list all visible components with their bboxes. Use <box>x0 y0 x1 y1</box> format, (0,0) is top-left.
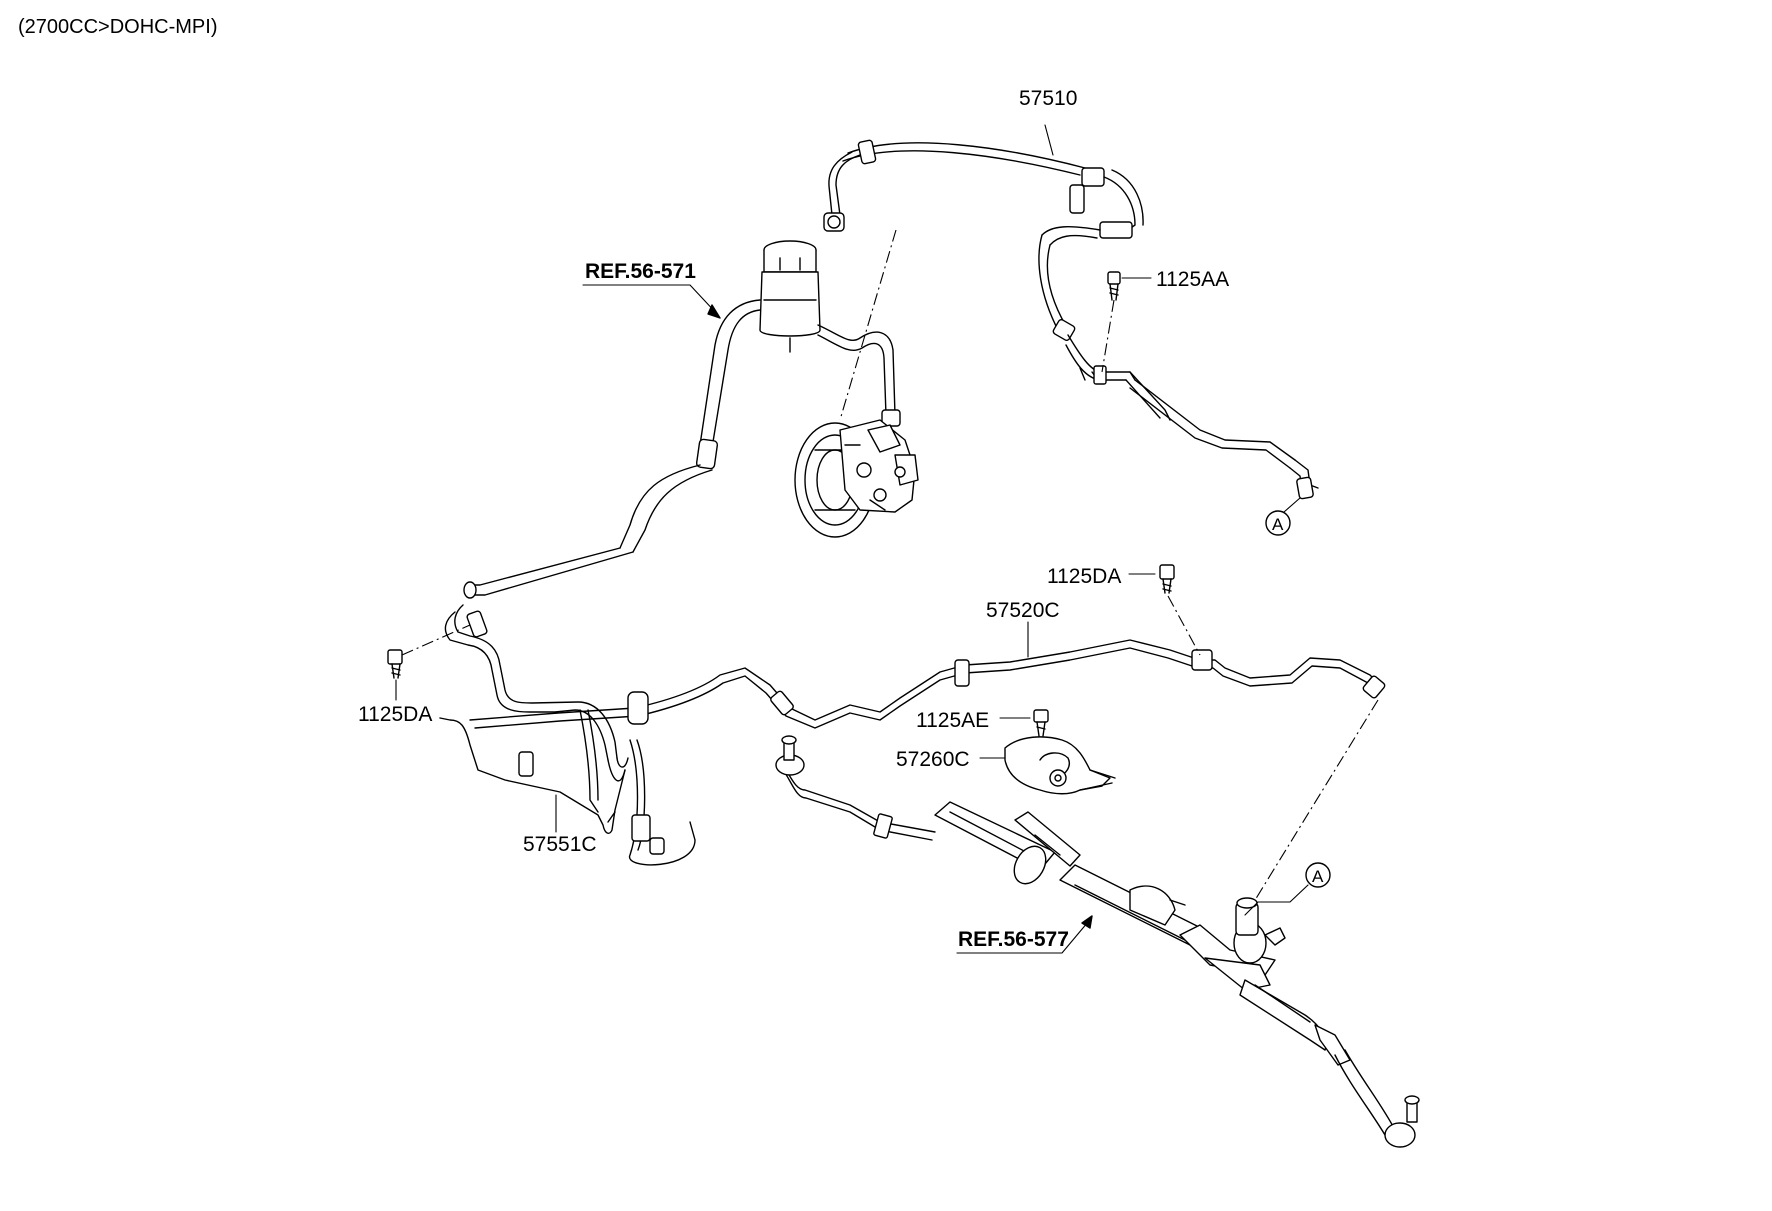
heat-protector-57260C[interactable] <box>1004 736 1116 795</box>
pressure-hose-57510[interactable] <box>823 139 1319 500</box>
ref-56-577-label: REF.56-577 <box>958 928 1069 951</box>
part-label-1125DA-left: 1125DA <box>358 703 432 726</box>
bolt-1125AA[interactable] <box>1107 271 1121 301</box>
part-label-1125AA: 1125AA <box>1156 268 1229 291</box>
part-label-57551C: 57551C <box>523 833 597 856</box>
supply-hose-reservoir-pump[interactable] <box>817 324 901 427</box>
engine-spec-header: (2700CC>DOHC-MPI) <box>18 16 217 38</box>
svg-text:A: A <box>1312 867 1324 886</box>
return-line-57551C[interactable] <box>439 604 696 866</box>
bolt-1125AE[interactable] <box>1033 709 1049 737</box>
connector-a-lower: A <box>1305 862 1331 888</box>
bolt-1125DA-right[interactable] <box>1159 564 1175 594</box>
part-label-57520C: 57520C <box>986 599 1060 622</box>
reservoir-tank[interactable] <box>759 240 821 353</box>
part-label-57260C: 57260C <box>896 748 970 771</box>
power-steering-pump[interactable] <box>794 419 919 538</box>
return-hose-ref-56-571[interactable] <box>463 299 761 599</box>
svg-text:A: A <box>1272 515 1284 534</box>
bolt-1125DA-left[interactable] <box>387 649 403 679</box>
ref-56-571-label: REF.56-571 <box>585 260 696 283</box>
steering-gear-box[interactable] <box>775 735 1420 1148</box>
connector-a-upper: A <box>1265 510 1291 536</box>
part-label-1125AE: 1125AE <box>916 709 989 732</box>
part-label-57510: 57510 <box>1019 87 1077 110</box>
pressure-line-57520C[interactable] <box>469 639 1386 729</box>
part-label-1125DA-right: 1125DA <box>1047 565 1121 588</box>
